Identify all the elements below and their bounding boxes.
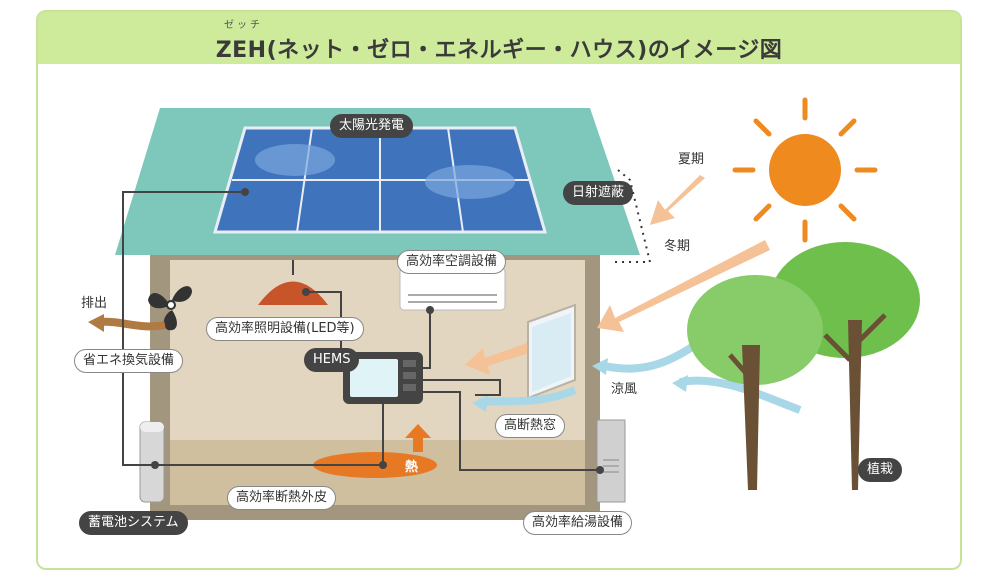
summer-arrow-icon — [650, 175, 705, 225]
warm-air-arrow-icon — [465, 340, 538, 375]
page-title: ZEH(ネット・ゼロ・エネルギー・ハウス)のイメージ図 — [215, 38, 783, 63]
window-icon — [527, 303, 576, 400]
zeh-illustration — [88, 97, 920, 520]
fan-icon — [148, 286, 192, 331]
label-lighting: 高効率照明設備(LED等) — [206, 317, 364, 341]
winter-arrow-icon — [597, 240, 770, 332]
label-water-heater: 高効率給湯設備 — [523, 511, 633, 535]
label-battery: 蓄電池システム — [79, 511, 188, 535]
label-hems: HEMS — [304, 348, 360, 372]
heat-arrow-icon — [405, 424, 431, 452]
water-heater-icon — [596, 419, 626, 503]
solar-panel — [213, 126, 547, 234]
lamp-icon — [258, 260, 328, 305]
label-trees: 植栽 — [858, 458, 903, 482]
label-cool-breeze: 涼風 — [611, 382, 638, 397]
label-winter: 冬期 — [664, 239, 691, 254]
label-ventilation: 省エネ換気設備 — [74, 349, 184, 373]
title-bar — [38, 12, 960, 64]
cool-breeze-arrow-2-icon — [679, 376, 802, 414]
label-summer: 夏期 — [678, 152, 705, 167]
label-aircon: 高効率空調設備 — [397, 250, 507, 274]
label-exhaust: 排出 — [81, 296, 108, 311]
hems-device-icon — [343, 352, 423, 404]
label-solar: 太陽光発電 — [330, 114, 414, 138]
sun-icon — [732, 97, 878, 243]
cool-breeze-arrow-3-icon — [479, 386, 577, 406]
wiring-lines — [122, 191, 600, 471]
label-window: 高断熱窓 — [495, 414, 566, 438]
shade-dotted-line — [612, 169, 652, 263]
label-insulation: 高効率断熱外皮 — [227, 486, 337, 510]
tree-icon — [687, 242, 920, 490]
title-ruby: ゼッチ — [224, 20, 263, 31]
exhaust-arrow-icon — [99, 317, 166, 331]
label-shade: 日射遮蔽 — [563, 181, 634, 205]
air-conditioner-icon — [399, 267, 506, 311]
battery-icon — [139, 421, 165, 503]
label-heat: 熱 — [405, 460, 419, 475]
